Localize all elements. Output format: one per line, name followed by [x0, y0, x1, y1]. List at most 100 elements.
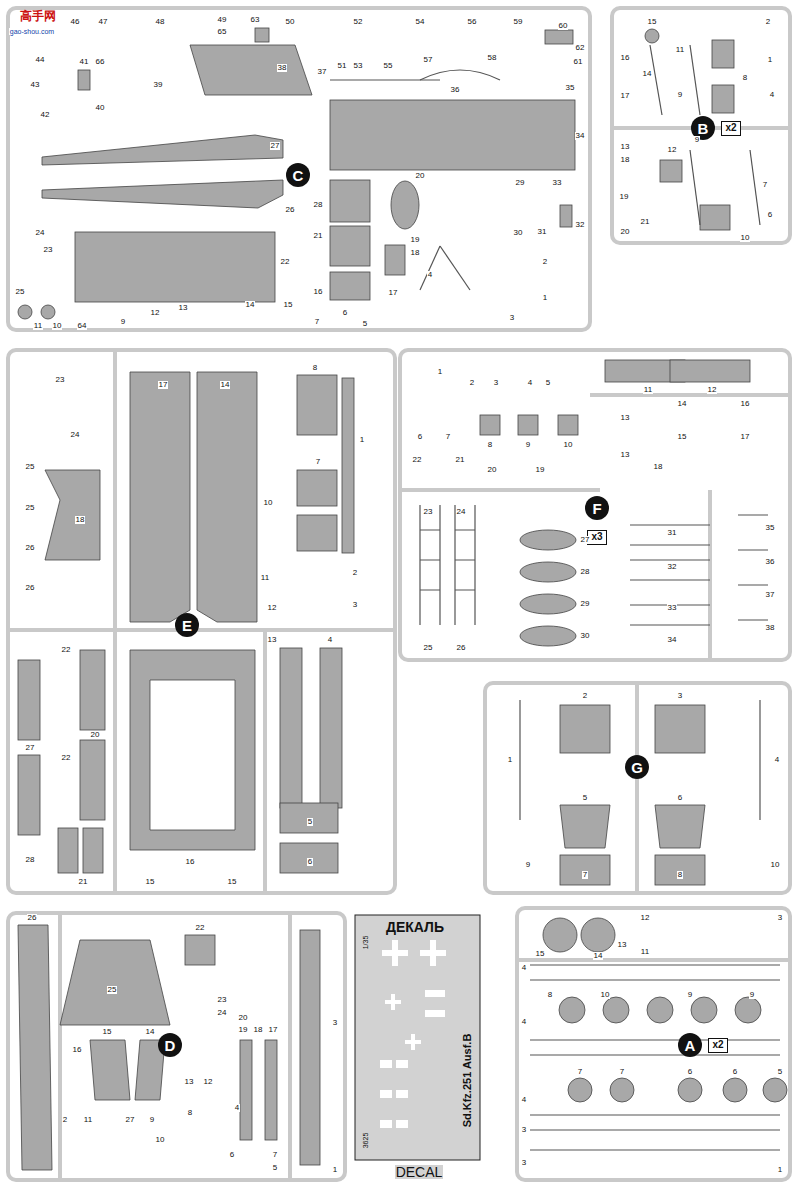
callout-number: 48	[155, 18, 166, 26]
callout-number: 21	[455, 456, 466, 464]
callout-number: 13	[178, 304, 189, 312]
callout-number: 20	[487, 466, 498, 474]
callout-number: 10	[740, 234, 751, 242]
callout-number: 23	[55, 376, 66, 384]
callout-number: 25	[423, 644, 434, 652]
callout-number: 9	[149, 1116, 155, 1124]
callout-number: 32	[575, 221, 586, 229]
callout-number: 11	[675, 46, 685, 54]
callout-number: 62	[575, 44, 586, 52]
callout-number: 39	[153, 81, 164, 89]
callout-number: 18	[253, 1026, 264, 1034]
sprue-letter: E	[175, 613, 199, 637]
callout-number: 3	[777, 914, 783, 922]
callout-number: 11	[643, 386, 653, 394]
sprue-letter: A	[678, 1033, 702, 1057]
callout-number: 28	[313, 201, 324, 209]
callout-number: 12	[640, 914, 651, 922]
callout-number: 1	[777, 1166, 783, 1174]
callout-number: 4	[521, 1018, 527, 1026]
callout-number: 15	[227, 878, 238, 886]
callout-number: 17	[388, 289, 399, 297]
callout-number: 13	[267, 636, 278, 644]
callout-number: 7	[762, 181, 768, 189]
callout-number: 4	[527, 379, 533, 387]
callout-number: 2	[62, 1116, 68, 1124]
callout-number: 22	[195, 924, 206, 932]
callout-number: 37	[765, 591, 776, 599]
callout-number: 2	[542, 258, 548, 266]
callout-number: 24	[217, 1009, 228, 1017]
callout-number: 6	[732, 1068, 738, 1076]
callout-number: 17	[158, 381, 169, 389]
callout-number: 20	[90, 731, 101, 739]
callout-number: 6	[677, 794, 683, 802]
callout-number: 5	[545, 379, 551, 387]
callout-number: 13	[620, 451, 631, 459]
callout-number: 4	[234, 1104, 240, 1112]
callout-number: 50	[285, 18, 296, 26]
callout-number: 65	[217, 28, 228, 36]
callout-number: 1	[767, 56, 773, 64]
node-text: x2	[725, 123, 736, 133]
callout-number: 6	[417, 433, 423, 441]
callout-number: 16	[740, 400, 751, 408]
callout-number: 19	[535, 466, 546, 474]
callout-number: 55	[383, 62, 394, 70]
callout-number: 19	[238, 1026, 249, 1034]
callout-number: 6	[687, 1068, 693, 1076]
callout-number: 5	[272, 1164, 278, 1172]
callout-number: 13	[184, 1078, 195, 1086]
callout-number: 25	[107, 986, 118, 994]
callout-number: 40	[95, 104, 106, 112]
callout-number: 18	[653, 463, 664, 471]
callout-number: 57	[423, 56, 434, 64]
callout-number: 10	[563, 441, 574, 449]
callout-number: 25	[25, 504, 36, 512]
callout-number: 16	[185, 858, 196, 866]
callout-number: 27	[25, 744, 36, 752]
callout-number: 29	[580, 600, 591, 608]
callout-number: 26	[25, 584, 36, 592]
callout-number: 16	[313, 288, 324, 296]
callout-number: 17	[268, 1026, 279, 1034]
callout-number: 15	[535, 950, 546, 958]
callout-number: 27	[125, 1116, 136, 1124]
sprue-letter: F	[585, 496, 609, 520]
callout-number: 16	[72, 1046, 83, 1054]
callout-number: 5	[307, 818, 313, 826]
callout-number: 12	[150, 309, 161, 317]
callout-number: 7	[314, 318, 320, 326]
callout-number: 52	[353, 18, 364, 26]
callout-number: 8	[187, 1109, 193, 1117]
callout-number: 4	[774, 756, 780, 764]
callout-number: 10	[52, 322, 63, 330]
callout-number: 49	[217, 16, 228, 24]
callout-number: 15	[677, 433, 688, 441]
callout-number: 16	[620, 54, 631, 62]
callout-number: 34	[575, 132, 586, 140]
sprue-letter: C	[286, 163, 310, 187]
sheet-text: Sd.Kfz.251 Ausf.B	[462, 1032, 473, 1128]
callout-number: 3	[521, 1159, 527, 1167]
callout-number: 2	[352, 569, 358, 577]
callout-number: 9	[749, 991, 755, 999]
callout-number: 35	[565, 84, 576, 92]
callout-number: 11	[83, 1116, 93, 1124]
callout-number: 56	[467, 18, 478, 26]
callout-number: 46	[70, 18, 81, 26]
callout-number: 21	[640, 218, 651, 226]
callout-number: 15	[647, 18, 658, 26]
callout-number: 10	[263, 499, 274, 507]
callout-number: 3	[509, 314, 515, 322]
callout-number: 8	[312, 364, 318, 372]
quantity-box: x2	[721, 121, 741, 136]
node-text: x3	[591, 532, 602, 542]
callout-number: 28	[580, 568, 591, 576]
callout-number: 9	[525, 861, 531, 869]
node-text: A	[685, 1038, 696, 1053]
callout-number: 26	[27, 914, 38, 922]
callout-number: 14	[593, 952, 604, 960]
node-text: G	[631, 760, 643, 775]
sheet-text: ДЕКАЛЬ	[385, 920, 445, 934]
